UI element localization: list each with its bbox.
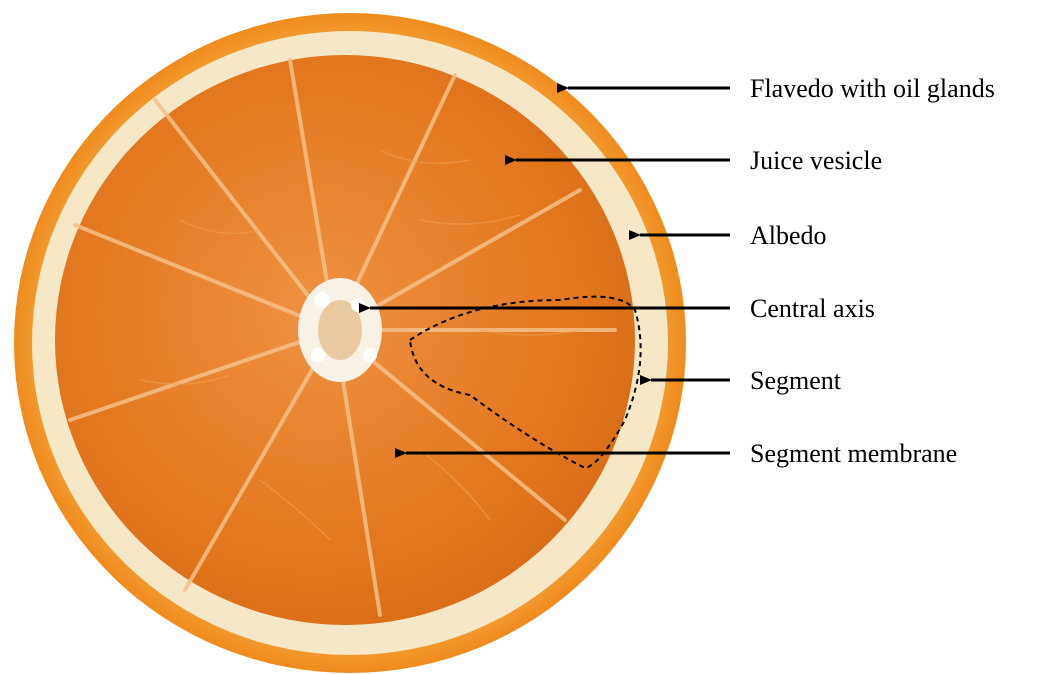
label-segment: Segment	[750, 366, 842, 395]
central-axis	[298, 278, 382, 382]
label-albedo: Albedo	[750, 221, 827, 250]
label-juice-vesicle: Juice vesicle	[750, 146, 882, 175]
label-flavedo: Flavedo with oil glands	[750, 74, 995, 103]
label-segment-membrane: Segment membrane	[750, 439, 957, 468]
label-central-axis: Central axis	[750, 294, 875, 323]
